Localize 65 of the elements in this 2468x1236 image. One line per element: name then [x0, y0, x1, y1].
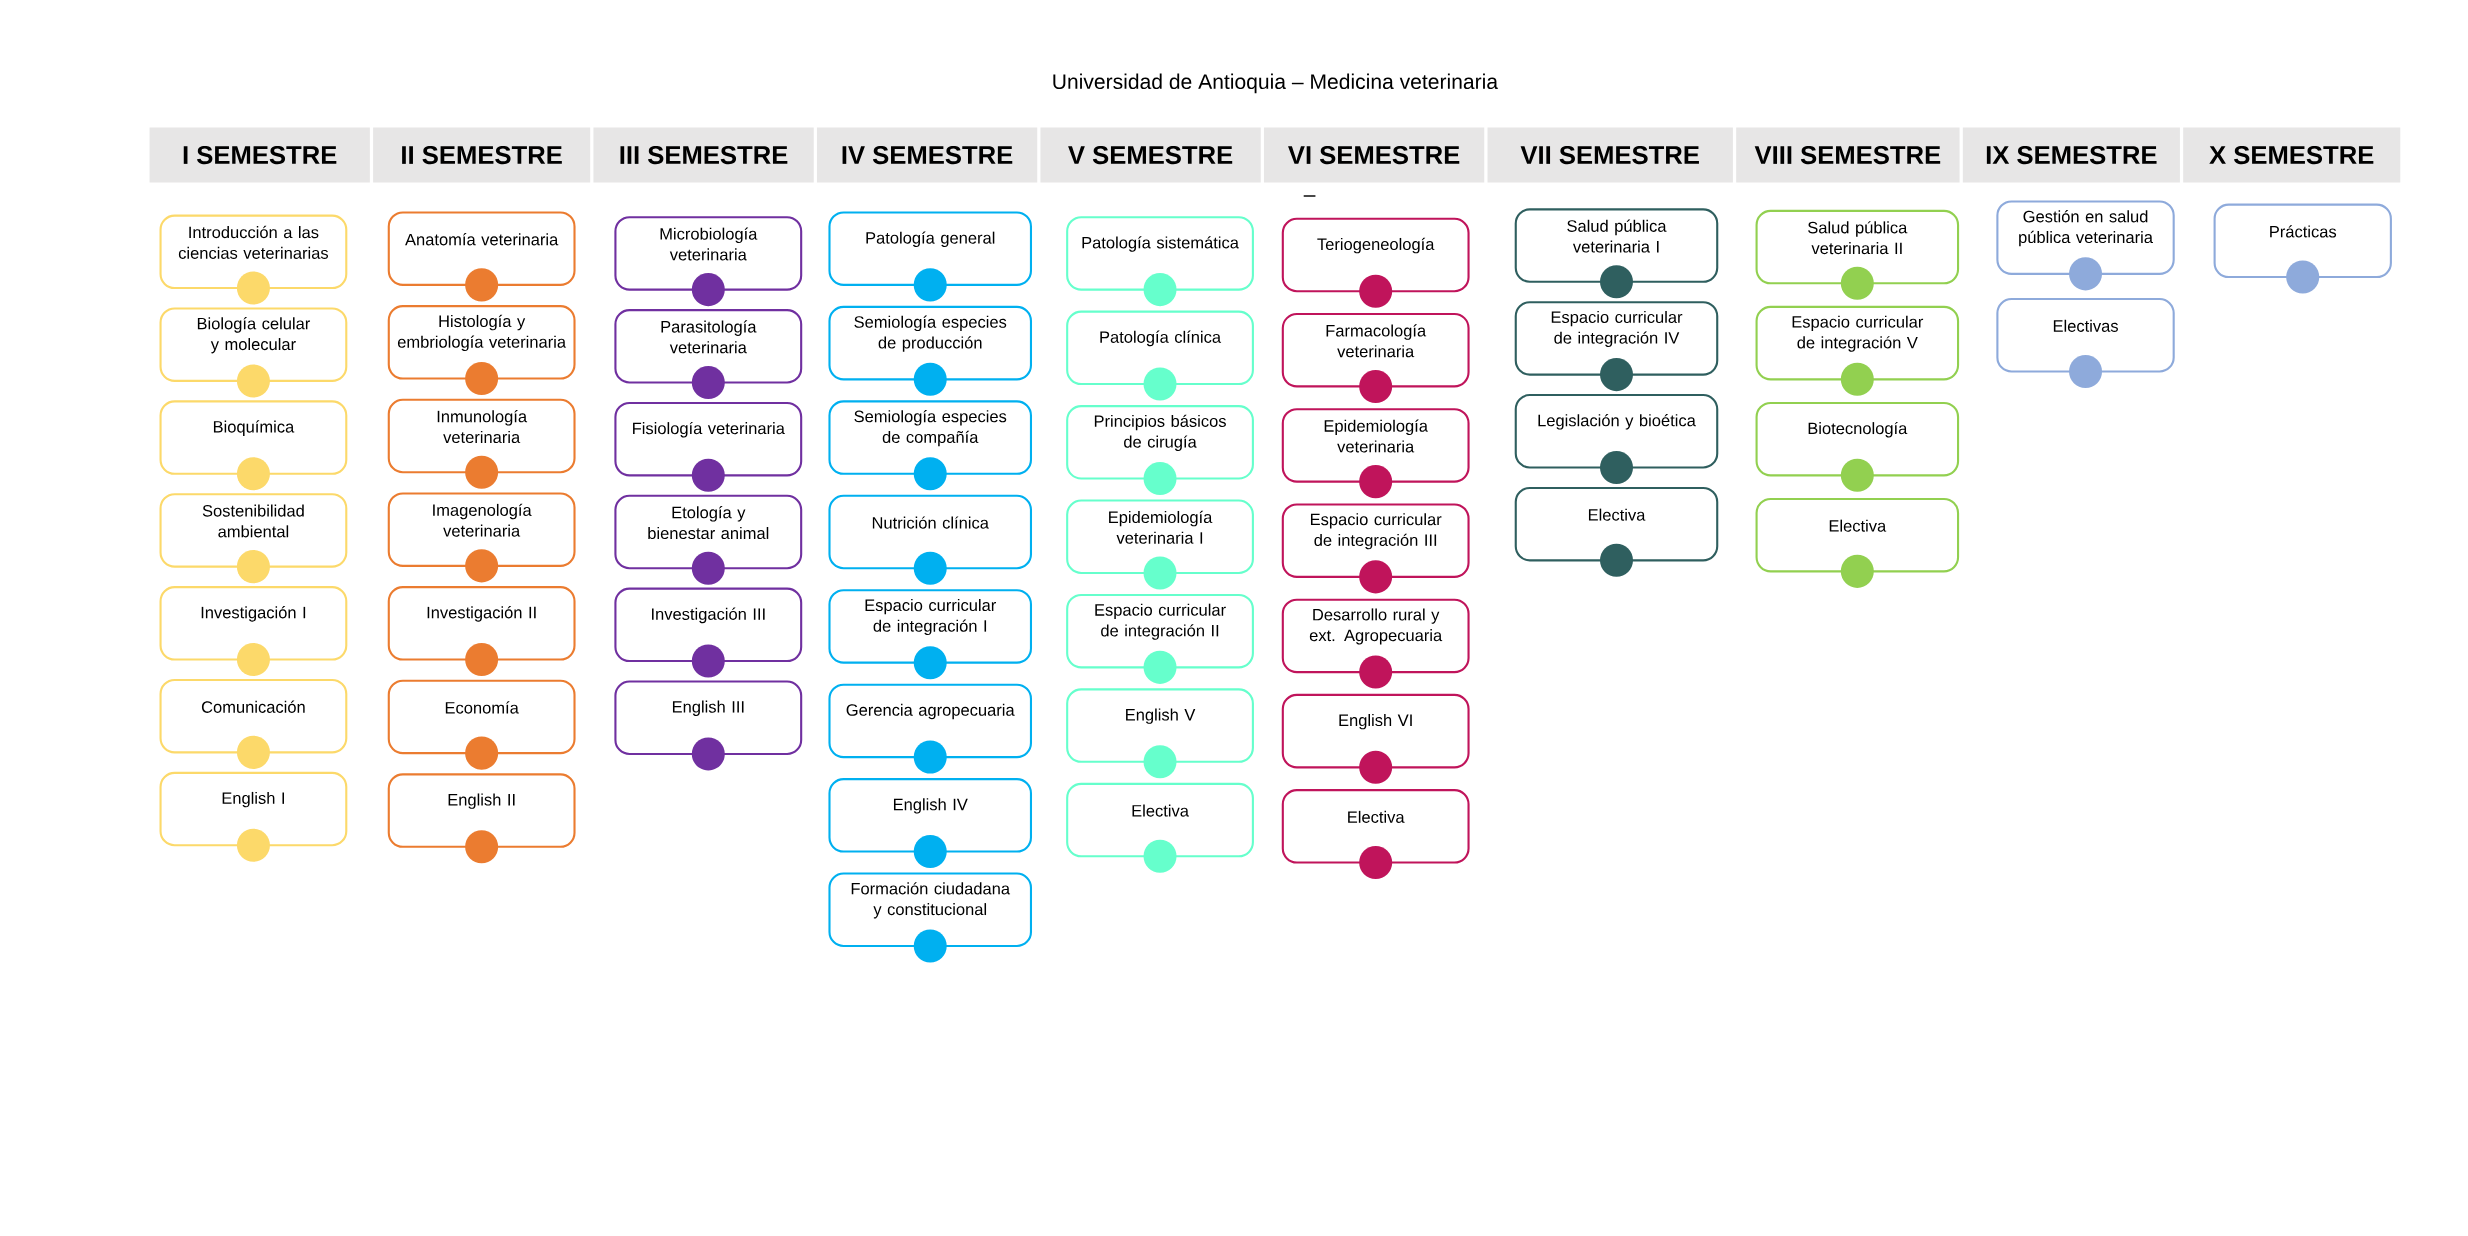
- course-box: Investigación I: [159, 586, 348, 677]
- course-box: Histología y embriología veterinaria: [387, 305, 576, 396]
- course-box: Electiva: [1755, 498, 1960, 589]
- course-box: Bioquímica: [159, 400, 348, 491]
- course-box: Electiva: [1281, 789, 1470, 880]
- course-box: Anatomía veterinaria: [387, 211, 576, 302]
- course-box: Espacio curricular de integración IV: [1514, 301, 1719, 392]
- semester-header: I SEMESTRE: [149, 127, 370, 183]
- course-box: Fisiología veterinaria: [614, 402, 803, 493]
- course-box: Sostenibilidad ambiental: [159, 493, 348, 584]
- course-box: Introducción a las ciencias veterinarias: [159, 214, 348, 305]
- course-box: Formación ciudadana y constitucional: [828, 872, 1032, 963]
- course-box: Espacio curricular de integración V: [1755, 306, 1960, 397]
- course-box: Semiología especies de compañía: [828, 400, 1032, 491]
- course-box: Semiología especies de producción: [828, 306, 1032, 397]
- course-box: Comunicación: [159, 679, 348, 770]
- course-box: Electiva: [1514, 487, 1719, 578]
- course-box: Microbiología veterinaria: [614, 216, 803, 307]
- semester-header: II SEMESTRE: [373, 127, 591, 183]
- semester-header: V SEMESTRE: [1040, 127, 1261, 183]
- course-box: Investigación II: [387, 586, 576, 677]
- course-box: Desarrollo rural y ext. Agropecuaria: [1281, 598, 1470, 689]
- semester-header: VI SEMESTRE: [1263, 127, 1485, 183]
- course-box: Principios básicos de cirugía: [1066, 405, 1254, 496]
- course-box: English III: [614, 680, 803, 771]
- course-box: Parasitología veterinaria: [614, 309, 803, 400]
- course-box: Legislación y bioética: [1514, 394, 1719, 485]
- semester-header: X SEMESTRE: [2183, 127, 2401, 183]
- semester-header: VII SEMESTRE: [1487, 127, 1733, 183]
- course-box: Inmunología veterinaria: [387, 398, 576, 489]
- course-box: Teriogeneología: [1281, 217, 1470, 308]
- course-box: Salud pública veterinaria II: [1755, 210, 1960, 301]
- course-box: English IV: [828, 778, 1032, 869]
- course-box: English V: [1066, 688, 1254, 779]
- stray-dash: –: [1303, 195, 1316, 197]
- course-box: Etología y bienestar animal: [614, 494, 803, 585]
- course-box: Electiva: [1066, 783, 1254, 873]
- semester-header: III SEMESTRE: [593, 127, 814, 183]
- course-box: Nutrición clínica: [828, 494, 1032, 585]
- course-box: Biología celular y molecular: [159, 307, 348, 398]
- course-box: English VI: [1281, 694, 1470, 785]
- course-box: Gestión en salud pública veterinaria: [1996, 200, 2175, 291]
- course-box: Electivas: [1996, 298, 2175, 389]
- course-box: Espacio curricular de integración III: [1281, 503, 1470, 594]
- course-box: English II: [387, 773, 576, 864]
- course-box: Espacio curricular de integración I: [828, 589, 1032, 680]
- semester-header: IV SEMESTRE: [816, 127, 1038, 183]
- course-box: Patología sistemática: [1066, 216, 1254, 307]
- course-box: Epidemiología veterinaria I: [1066, 499, 1254, 590]
- course-box: Epidemiología veterinaria: [1281, 408, 1470, 499]
- course-box: Investigación III: [614, 587, 803, 678]
- course-box: Biotecnología: [1755, 402, 1960, 493]
- course-box: Salud pública veterinaria I: [1514, 208, 1719, 299]
- course-box: Prácticas: [2213, 203, 2392, 294]
- course-box: Economía: [387, 679, 576, 770]
- semester-header: IX SEMESTRE: [1962, 127, 2180, 183]
- course-box: Gerencia agropecuaria: [828, 683, 1032, 774]
- course-box: English I: [159, 772, 348, 862]
- course-box: Espacio curricular de integración II: [1066, 594, 1254, 685]
- course-box: Patología clínica: [1066, 310, 1254, 401]
- course-box: Farmacología veterinaria: [1281, 313, 1470, 404]
- course-box: Imagenología veterinaria: [387, 492, 576, 583]
- course-box: Patología general: [828, 211, 1032, 302]
- title: Universidad de Antioquia – Medicina veterinaria: [1053, 73, 1499, 94]
- semester-header: VIII SEMESTRE: [1736, 127, 1960, 183]
